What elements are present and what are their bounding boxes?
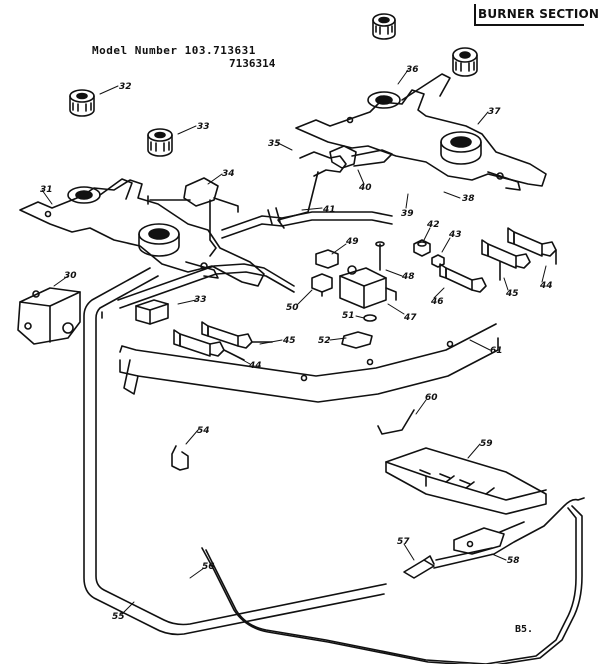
callout-56: 56 [202,562,215,572]
model-number-line-2: 7136314 [229,57,276,70]
callout-32: 32 [119,82,132,92]
callout-43: 43 [448,230,462,240]
nut-42 [413,239,431,257]
callout-37: 37 [488,107,501,117]
leader-lines [41,69,547,615]
callout-54: 54 [197,426,210,436]
regulator-30 [17,287,81,345]
callout-44-left: 44 [248,361,262,371]
gas-line-41 [221,207,393,239]
callout-31: 31 [40,185,53,195]
fitting-57 [403,555,435,579]
callout-48: 48 [401,272,415,282]
callout-52: 52 [318,336,331,346]
burner-assembly-right [295,73,547,191]
callout-59: 59 [480,439,493,449]
callout-33: 33 [197,122,210,132]
callout-51: 51 [342,311,355,321]
support-bar-61 [119,323,499,403]
callout-30: 30 [64,271,77,281]
burner-cap-top-center [372,13,396,40]
callout-60: 60 [425,393,438,403]
burner-cap-top-right [452,47,478,77]
bracket-58 [453,521,525,555]
valve-44-right [507,227,557,265]
callout-39: 39 [401,209,414,219]
section-title: BURNER SECTION [478,7,600,21]
callout-42: 42 [426,220,440,230]
callout-38: 38 [462,194,475,204]
igniter-34 [147,177,239,257]
callout-41: 41 [322,205,336,215]
valve-47 [339,265,397,309]
callout-50: 50 [286,303,299,313]
callout-57: 57 [397,537,410,547]
washer-51 [363,314,377,322]
callout-45-right: 45 [505,289,519,299]
screw-48 [375,241,385,271]
fitting-50 [311,273,333,297]
bracket-33 [135,299,169,325]
callout-labels: 32 33 31 34 36 37 35 40 38 39 41 30 33 4… [40,65,553,622]
page-reference: B5. [515,624,534,635]
callout-45-left: 45 [282,336,296,346]
callout-36: 36 [406,65,419,75]
model-number-line-1: Model Number 103.713631 [92,44,256,57]
callout-33-lower: 33 [194,295,207,305]
valve-46 [439,263,487,293]
manifold-tube-loop [83,263,585,664]
callout-46: 46 [430,297,444,307]
callout-58: 58 [507,556,520,566]
callout-61: 61 [490,346,503,356]
callout-47: 47 [403,313,417,323]
valve-45-right [481,239,531,281]
callout-55: 55 [112,612,125,622]
wire-60 [377,409,415,435]
callout-34: 34 [222,169,235,179]
oven-burner-59 [385,447,547,515]
callout-44-right: 44 [539,281,553,291]
burner-assembly-left [19,178,265,287]
callout-49: 49 [345,237,359,247]
section-header-box [474,4,584,26]
burner-cap-33 [147,128,173,157]
clip-54 [171,445,189,471]
callout-40: 40 [358,183,372,193]
fitting-49 [315,249,339,269]
burner-cap-32 [69,89,95,117]
callout-35: 35 [268,139,281,149]
nut-43 [431,254,445,268]
